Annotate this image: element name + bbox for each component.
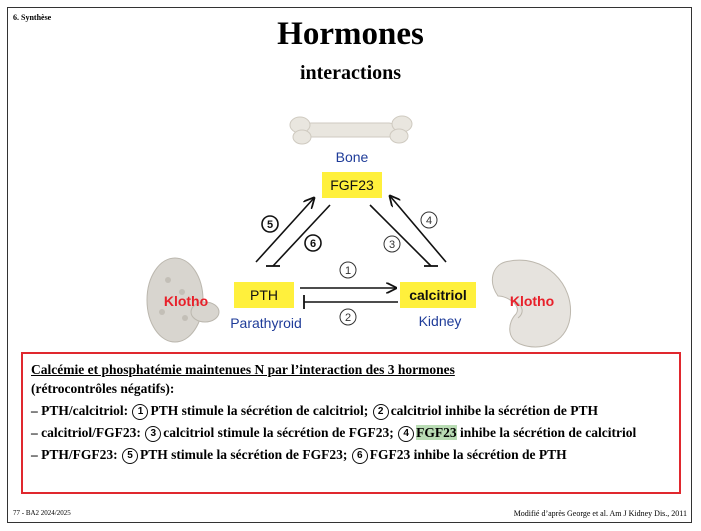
fgf23-label: FGF23 xyxy=(330,177,374,193)
fgf23-box xyxy=(322,172,382,198)
svg-text:3: 3 xyxy=(389,239,395,251)
step-marker-2: 2 xyxy=(339,308,357,326)
footer-source: Modifié d’après George et al. Am J Kidne… xyxy=(513,509,687,518)
svg-text:6: 6 xyxy=(310,238,316,250)
section-label: 6. Synthèse xyxy=(13,13,52,22)
summary-lead-sub: (rétrocontrôles négatifs): xyxy=(31,381,175,396)
klotho-left-label: Klotho xyxy=(164,293,208,309)
number-badge-3: 3 xyxy=(145,426,162,442)
inhibit-2-calcitriol-to-pth xyxy=(303,295,398,309)
inhibit-6-fgf23-to-pth xyxy=(266,204,331,267)
inhibit-3-calcitriol-to-fgf23 xyxy=(369,204,438,267)
kidney-label: Kidney xyxy=(419,313,462,329)
number-badge-2: 2 xyxy=(372,404,389,420)
number-badge-6: 6 xyxy=(351,448,368,464)
calcitriol-box xyxy=(400,282,476,308)
svg-text:4: 4 xyxy=(426,215,432,227)
step-marker-6: 6 xyxy=(304,234,322,252)
calcitriol-label: calcitriol xyxy=(409,287,467,303)
highlight-fgf23: FGF23 xyxy=(416,425,457,440)
svg-text:2: 2 xyxy=(345,312,351,324)
hormone-diagram: Bone FGF23 Klotho PTH Parathyroid calcit… xyxy=(146,115,572,348)
arrow-4-fgf23-to-calcitriol xyxy=(390,196,447,263)
step-marker-3: 3 xyxy=(383,235,401,253)
arrow-5-pth-to-fgf23 xyxy=(255,198,314,263)
step-marker-5: 5 xyxy=(261,215,279,233)
thyroid-image xyxy=(146,257,220,343)
klotho-right-label: Klotho xyxy=(510,293,554,309)
summary-lead: Calcémie et phosphatémie maintenues N pa… xyxy=(31,362,455,377)
pth-label: PTH xyxy=(250,287,278,303)
page-title: Hormones xyxy=(277,16,424,52)
number-badge-1: 1 xyxy=(132,404,149,420)
pth-box xyxy=(234,282,294,308)
bone-label: Bone xyxy=(336,149,369,165)
number-badge-4: 4 xyxy=(398,426,415,442)
footer-page-info: 77 - BA2 2024/2025 xyxy=(13,509,71,517)
svg-text:5: 5 xyxy=(267,219,273,231)
bone-image xyxy=(289,115,413,145)
svg-text:1: 1 xyxy=(345,265,351,277)
step-marker-4: 4 xyxy=(420,211,438,229)
step-marker-1: 1 xyxy=(339,261,357,279)
number-badge-5: 5 xyxy=(122,448,138,464)
kidney-image xyxy=(491,259,572,348)
parathyroid-label: Parathyroid xyxy=(230,315,302,331)
page-subtitle: interactions xyxy=(299,62,402,84)
summary-box: Calcémie et phosphatémie maintenues N pa… xyxy=(21,352,681,494)
